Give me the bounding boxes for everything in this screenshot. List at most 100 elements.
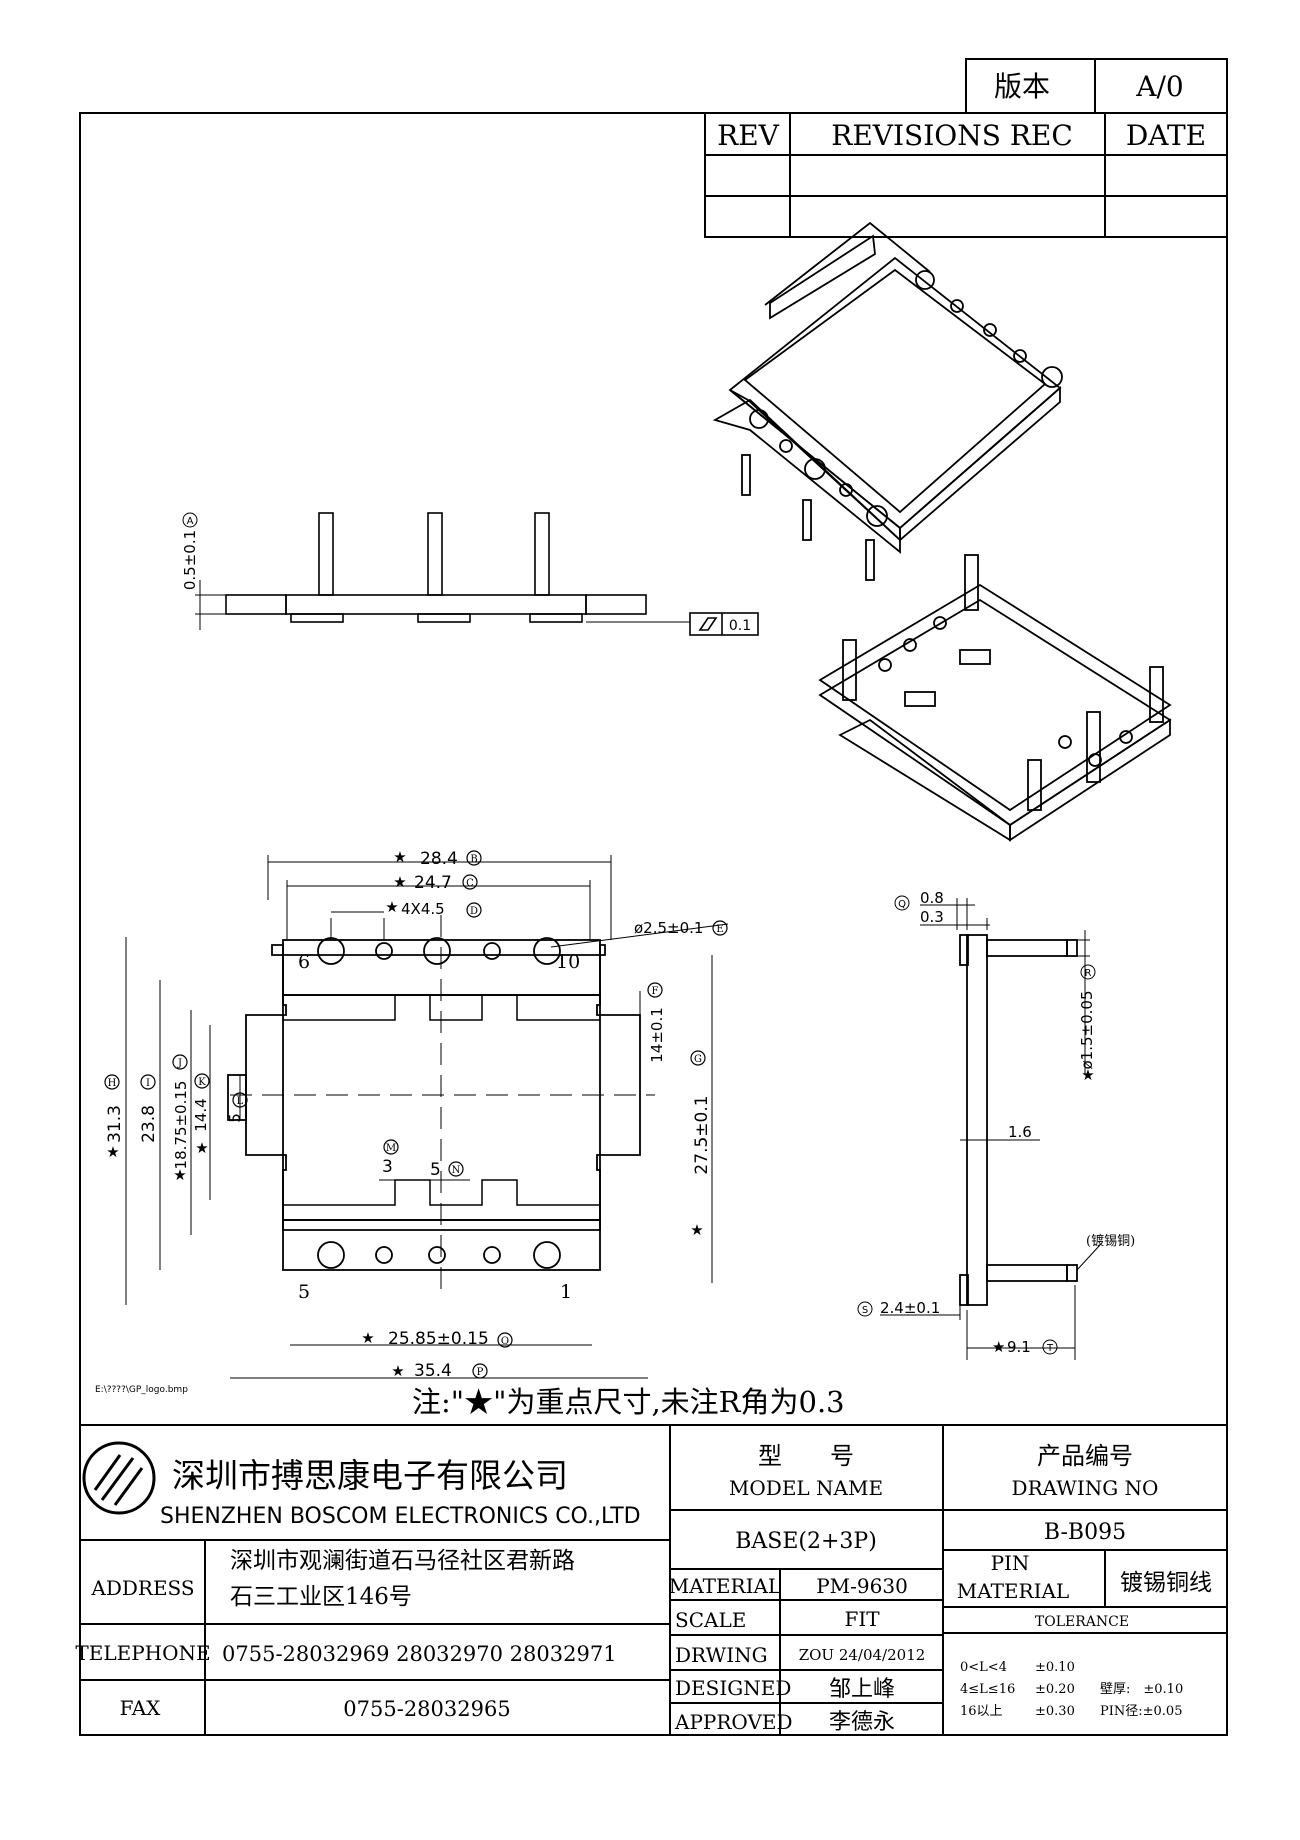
dim-k-value: 14.4 <box>192 1098 210 1131</box>
dim-d-value: 4X4.5 <box>401 900 445 918</box>
side-view <box>195 512 759 636</box>
dim-l-value: 5 <box>226 1113 244 1123</box>
dim-q-b-value: 0.3 <box>920 908 944 926</box>
dim-s-value: 2.4±0.1 <box>880 1299 940 1317</box>
ref-q-marker <box>894 895 910 911</box>
drawing-by-value: ZOU 24/04/2012 <box>799 1646 926 1664</box>
tol-extra-3: PIN径:±0.05 <box>1100 1704 1182 1719</box>
version-value: A/0 <box>1135 70 1183 103</box>
pin-1: 1 <box>560 1281 572 1303</box>
tol-value-2: ±0.20 <box>1035 1682 1075 1697</box>
model-value: BASE(2+3P) <box>735 1529 877 1554</box>
isometric-top-view <box>712 221 1063 581</box>
ref-h-letter: H <box>108 1078 117 1089</box>
drawing-label-en: DRAWING NO <box>1012 1476 1159 1500</box>
revisions-header: REVISIONS REC <box>831 119 1073 152</box>
title-block-lines <box>80 1424 1227 1735</box>
pin-6: 6 <box>298 951 310 973</box>
ref-a-marker <box>182 512 198 528</box>
ref-d-letter: D <box>470 906 478 917</box>
ref-r-marker <box>1080 964 1096 980</box>
dim-p-value: 35.4 <box>414 1361 452 1381</box>
ref-p-letter: P <box>477 1367 484 1378</box>
dim-i-value: 23.8 <box>139 1105 159 1143</box>
dim-g-value: 27.5±0.1 <box>692 1095 712 1174</box>
dim-b-value: 28.4 <box>420 849 458 869</box>
dim-f-value: 14±0.1 <box>648 1007 666 1063</box>
flatness-value: 0.1 <box>729 618 751 634</box>
ref-n-letter: N <box>452 1165 461 1176</box>
pin-5: 5 <box>298 1281 310 1303</box>
star-j: ★ <box>173 1166 186 1184</box>
revision-table: REV REVISIONS REC DATE <box>704 112 1228 238</box>
fax-value: 0755-28032965 <box>343 1697 510 1721</box>
ref-m-letter: M <box>386 1143 396 1154</box>
ref-markers <box>104 850 728 1379</box>
company-name-en: SHENZHEN BOSCOM ELECTRONICS CO.,LTD <box>160 1504 641 1529</box>
dim-thickness-value: 1.6 <box>1008 1123 1032 1141</box>
key-dimension-stars: ★ ★ ★ ★ ★ ★ ★ ★ ★ <box>106 848 703 1380</box>
date-header: DATE <box>1126 119 1206 152</box>
ref-q-letter: Q <box>898 899 906 910</box>
dim-n-value: 5 <box>430 1160 441 1180</box>
ref-g-letter: G <box>694 1054 702 1065</box>
dim-q-a-value: 0.8 <box>920 889 944 907</box>
address-line2: 石三工业区146号 <box>230 1584 412 1610</box>
approved-label: APPROVED <box>674 1710 793 1734</box>
ref-o-letter: O <box>501 1336 509 1347</box>
pin-material-label: MATERIAL <box>957 1579 1069 1603</box>
tol-range-3: 16以上 <box>960 1704 1003 1719</box>
dim-m-value: 3 <box>382 1157 393 1177</box>
company-logo <box>82 1441 156 1515</box>
rev-header: REV <box>717 119 780 152</box>
scale-label: SCALE <box>675 1608 746 1632</box>
general-note: 注:"★"为重点尺寸,未注R角为0.3 <box>412 1385 845 1419</box>
material-label: MATERIAL <box>669 1574 781 1598</box>
top-view <box>125 855 729 1379</box>
address-label: ADDRESS <box>90 1576 194 1600</box>
tolerance-label: TOLERANCE <box>1035 1614 1129 1630</box>
star-k: ★ <box>195 1139 208 1157</box>
designed-value: 邹上峰 <box>829 1677 895 1702</box>
ref-s-marker <box>857 1301 873 1317</box>
approved-value: 李德永 <box>829 1710 895 1735</box>
fax-label: FAX <box>120 1696 162 1720</box>
version-box: 版本 A/0 <box>965 58 1228 114</box>
ref-e-letter: E <box>716 924 723 935</box>
ref-f-letter: F <box>652 986 659 997</box>
ref-l-letter: L <box>237 1096 244 1107</box>
model-label-cn: 型 号 <box>758 1442 854 1470</box>
dim-o-value: 25.85±0.15 <box>388 1329 489 1349</box>
star-g: ★ <box>690 1221 703 1239</box>
tol-range-1: 0<L<4 <box>960 1660 1007 1675</box>
dim-r-value: ø1.5±0.05 <box>1078 991 1096 1070</box>
ref-t-letter: T <box>1046 1343 1054 1354</box>
star-c: ★ <box>393 873 406 891</box>
ref-r-letter: R <box>1085 968 1092 979</box>
drawing-no-value: B-B095 <box>1044 1520 1126 1545</box>
ref-i-letter: I <box>146 1078 150 1089</box>
tol-extra-2: 壁厚: ±0.10 <box>1100 1682 1183 1697</box>
designed-label: DESIGNED <box>675 1676 791 1700</box>
version-label: 版本 <box>994 70 1050 103</box>
ref-j-letter: J <box>177 1058 182 1069</box>
material-value: PM-9630 <box>816 1574 908 1598</box>
dim-a-value: 0.5±0.1 <box>181 530 199 590</box>
drawing-label-cn: 产品编号 <box>1037 1442 1133 1470</box>
star-h: ★ <box>106 1143 119 1161</box>
ref-s-letter: S <box>862 1305 868 1316</box>
pin-side-view <box>880 898 1101 1360</box>
star-o: ★ <box>361 1329 374 1347</box>
ref-k-letter: K <box>198 1077 206 1088</box>
pin-label: PIN <box>991 1551 1030 1575</box>
address-line1: 深圳市观澜街道石马径社区君新路 <box>230 1548 575 1574</box>
ref-b-letter: B <box>470 854 477 865</box>
star-r: ★ <box>1081 1066 1094 1084</box>
ref-t-marker <box>1042 1339 1058 1355</box>
ref-c-letter: C <box>466 878 474 889</box>
ref-letters: B C D E F G H I J K L M N O P <box>108 854 724 1378</box>
telephone-label: TELEPHONE <box>75 1641 210 1665</box>
sheet-border <box>79 112 1228 1736</box>
star-t: ★ <box>992 1338 1005 1356</box>
